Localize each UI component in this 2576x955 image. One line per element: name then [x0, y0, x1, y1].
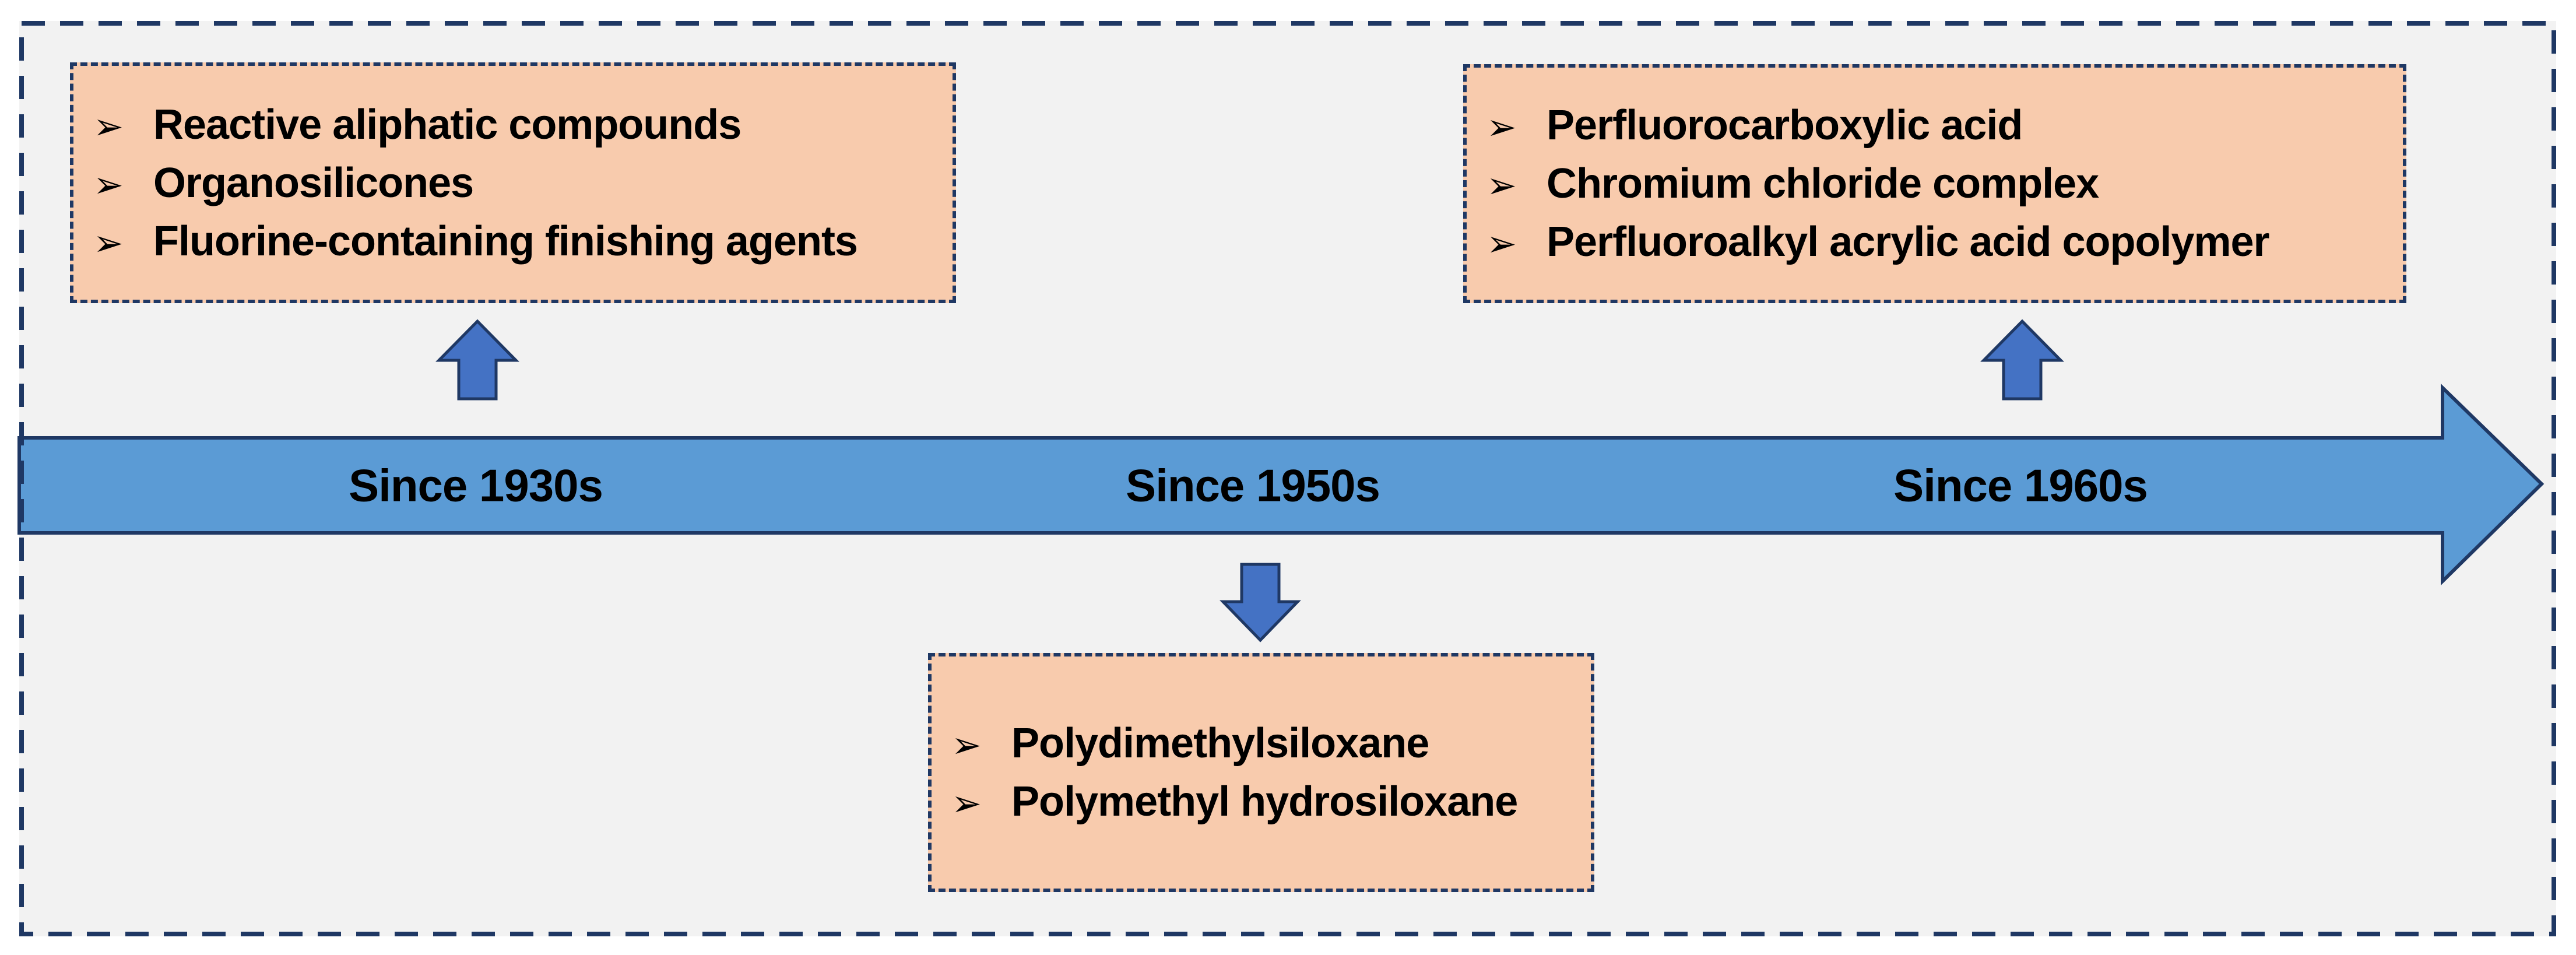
- list-item: ➢ Perfluoroalkyl acrylic acid copolymer: [1486, 213, 2397, 271]
- arrowhead-bullet-icon: ➢: [951, 725, 982, 766]
- list-item: ➢ Fluorine-containing finishing agents: [93, 212, 947, 271]
- list-item: ➢ Polymethyl hydrosiloxane: [951, 773, 1585, 831]
- list-item: ➢ Polydimethylsiloxane: [951, 714, 1585, 773]
- box-era-1930s: ➢ Reactive aliphatic compounds ➢ Organos…: [70, 62, 956, 303]
- list-item: ➢ Reactive aliphatic compounds: [93, 96, 947, 154]
- list-item-text: Polydimethylsiloxane: [1011, 720, 1429, 767]
- arrowhead-bullet-icon: ➢: [1486, 166, 1517, 206]
- list-item-text: Perfluorocarboxylic acid: [1547, 102, 2023, 149]
- arrowhead-bullet-icon: ➢: [1486, 107, 1517, 148]
- arrowhead-bullet-icon: ➢: [93, 223, 124, 264]
- list-item-text: Polymethyl hydrosiloxane: [1011, 778, 1518, 825]
- timeline-label-1950s: Since 1950s: [1126, 459, 1380, 511]
- list-item: ➢ Chromium chloride complex: [1486, 155, 2397, 213]
- list-item-text: Perfluoroalkyl acrylic acid copolymer: [1547, 219, 2270, 265]
- arrowhead-bullet-icon: ➢: [1486, 224, 1517, 264]
- list-item-text: Organosilicones: [153, 159, 474, 206]
- arrowhead-bullet-icon: ➢: [951, 784, 982, 824]
- list-item-text: Chromium chloride complex: [1547, 160, 2099, 207]
- list-item-text: Fluorine-containing finishing agents: [153, 217, 858, 265]
- box-era-1950s: ➢ Polydimethylsiloxane ➢ Polymethyl hydr…: [928, 653, 1594, 892]
- list-item: ➢ Organosilicones: [93, 154, 947, 212]
- timeline-label-1960s: Since 1960s: [1893, 459, 2148, 511]
- timeline-label-1930s: Since 1930s: [349, 459, 603, 511]
- arrowhead-bullet-icon: ➢: [93, 164, 124, 205]
- list-item: ➢ Perfluorocarboxylic acid: [1486, 96, 2397, 155]
- arrowhead-bullet-icon: ➢: [93, 106, 124, 147]
- list-item-text: Reactive aliphatic compounds: [153, 101, 741, 148]
- box-era-1960s: ➢ Perfluorocarboxylic acid ➢ Chromium ch…: [1463, 64, 2406, 303]
